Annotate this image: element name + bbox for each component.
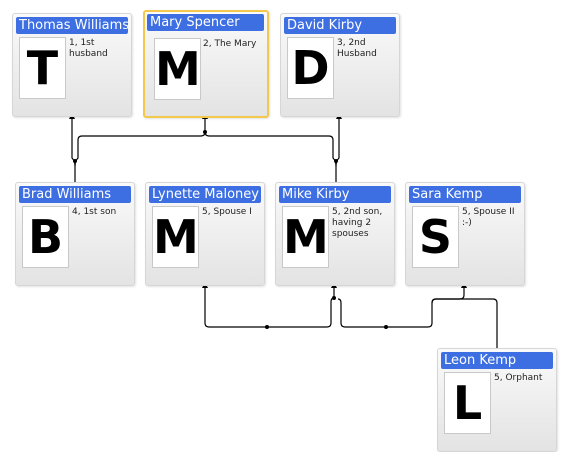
person-card-leon[interactable]: Leon Kemp L 5, Orphant [437, 348, 557, 452]
person-card-brad[interactable]: Brad Williams B 4, 1st son [15, 182, 135, 286]
person-card-lynette[interactable]: Lynette Maloney M 5, Spouse I [145, 182, 265, 286]
connector-brad-parents [71, 117, 76, 182]
person-name: Mike Kirby [279, 186, 391, 203]
person-name: Mary Spencer [147, 14, 264, 31]
person-photo: L [444, 372, 491, 434]
connector-mike-parents [204, 131, 337, 182]
junction-dot [265, 325, 269, 329]
person-description: 5, 2nd son, having 2 spouses [332, 207, 383, 239]
person-description: 3, 2nd Husband [337, 38, 377, 59]
person-photo: M [282, 206, 329, 268]
junction-dot [332, 296, 336, 300]
connector-mike-david [335, 117, 340, 167]
person-description: 5, Spouse I [202, 207, 252, 217]
person-description: 5, Orphant [494, 373, 543, 383]
junction-dot [384, 325, 388, 329]
person-photo: B [22, 206, 69, 268]
person-card-sara[interactable]: Sara Kemp S 5, Spouse II :-) [405, 182, 525, 286]
person-description: 5, Spouse II :-) [462, 207, 515, 228]
person-name: David Kirby [284, 17, 396, 34]
person-card-thomas[interactable]: Thomas Williams T 1, 1st husband [12, 13, 132, 117]
person-photo: M [152, 206, 199, 268]
person-card-mary[interactable]: Mary Spencer M 2, The Mary [143, 10, 269, 118]
person-name: Sara Kemp [409, 186, 521, 203]
person-photo: T [19, 37, 66, 99]
connector-leon-parents [337, 298, 498, 348]
junction-dot [203, 130, 207, 134]
junction-dot [73, 159, 77, 163]
person-name: Leon Kemp [441, 352, 553, 369]
junction-dot [334, 159, 338, 163]
person-name: Thomas Williams [16, 17, 128, 34]
connector-brad-mary [74, 118, 206, 167]
person-name: Brad Williams [19, 186, 131, 203]
connector-lynette-mike [204, 286, 335, 328]
person-photo: S [412, 206, 459, 268]
person-card-mike[interactable]: Mike Kirby M 5, 2nd son, having 2 spouse… [275, 182, 395, 286]
person-description: 4, 1st son [72, 207, 117, 217]
connector-leon-sara [431, 286, 465, 304]
person-photo: M [154, 38, 201, 100]
person-name: Lynette Maloney [149, 186, 261, 203]
person-description: 2, The Mary [203, 39, 257, 49]
person-photo: D [287, 37, 334, 99]
person-card-david[interactable]: David Kirby D 3, 2nd Husband [280, 13, 400, 117]
person-description: 1, 1st husband [69, 38, 108, 59]
